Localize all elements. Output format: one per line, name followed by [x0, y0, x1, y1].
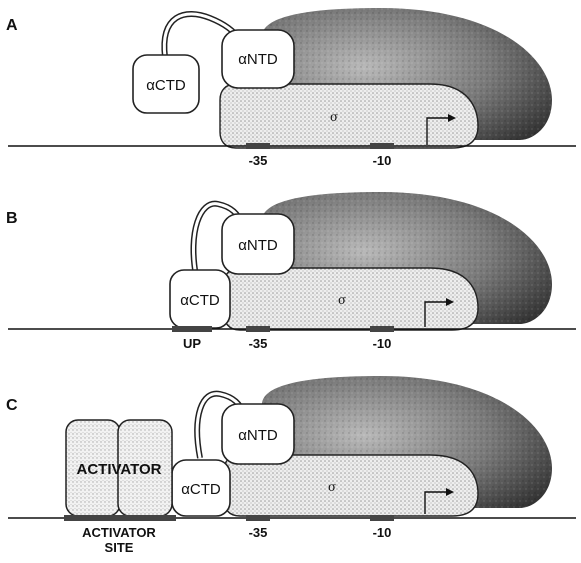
sigma-label: σ [338, 293, 346, 307]
up-element-box [172, 326, 212, 332]
panel-b: B σ αNTD αCTD UP -35 -10 [6, 192, 576, 351]
promoter-minus35-box [246, 326, 270, 332]
sigma-label: σ [328, 480, 336, 494]
sigma-factor [224, 268, 478, 330]
promoter-minus35-box [246, 143, 270, 149]
activator-label: ACTIVATOR [77, 461, 162, 478]
sigma-label: σ [330, 110, 338, 124]
alpha-ctd-label: αCTD [181, 481, 221, 498]
activator-site-label-line1: ACTIVATOR [82, 525, 156, 540]
minus35-label: -35 [249, 336, 268, 351]
alpha-ntd-label: αNTD [238, 51, 278, 68]
alpha-ntd-label: αNTD [238, 237, 278, 254]
sigma-factor [220, 84, 478, 148]
activator-site-label-line2: SITE [105, 540, 134, 555]
minus10-label: -10 [373, 525, 392, 540]
panel-letter: A [6, 17, 18, 34]
alpha-ntd-label: αNTD [238, 427, 278, 444]
minus10-label: -10 [373, 336, 392, 351]
panel-c: C σ αNTD αCTD ACTIVATOR ACTIVATOR SITE -… [6, 376, 576, 555]
panel-a: A αCTD σ αNTD -35 -10 [6, 8, 576, 168]
panel-letter: B [6, 210, 18, 227]
promoter-minus10-box [370, 515, 394, 521]
promoter-minus10-box [370, 326, 394, 332]
minus35-label: -35 [249, 525, 268, 540]
activator-site-box [64, 515, 176, 521]
minus35-label: -35 [249, 153, 268, 168]
up-element-label: UP [183, 336, 201, 351]
promoter-minus35-box [246, 515, 270, 521]
promoter-minus10-box [370, 143, 394, 149]
minus10-label: -10 [373, 153, 392, 168]
alpha-ctd-label: αCTD [146, 77, 186, 94]
alpha-ctd-label: αCTD [180, 292, 220, 309]
panel-letter: C [6, 397, 18, 414]
